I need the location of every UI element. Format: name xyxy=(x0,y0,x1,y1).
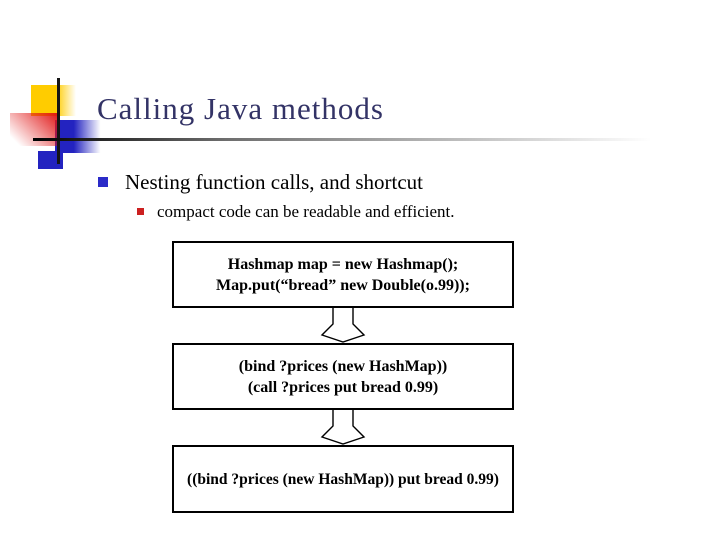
emblem-vertical-line xyxy=(57,78,60,164)
down-arrow-icon xyxy=(320,410,366,445)
bullet-text: Nesting function calls, and shortcut xyxy=(125,170,424,194)
code-line: Hashmap map = new Hashmap(); xyxy=(227,255,459,273)
code-line: Map.put(“bread” new Double(o.99)); xyxy=(216,276,470,294)
down-arrow-icon xyxy=(320,308,366,343)
emblem-red-square xyxy=(10,113,59,146)
title-underline-rule xyxy=(33,138,677,141)
flow-box-java-code: Hashmap map = new Hashmap(); Map.put(“br… xyxy=(172,241,514,308)
bullet-item-level1: Nesting function calls, and shortcut xyxy=(98,169,423,195)
emblem-blue-square xyxy=(55,120,102,153)
code-line: (call ?prices put bread 0.99) xyxy=(247,378,439,396)
code-line: ((bind ?prices (new HashMap)) put bread … xyxy=(187,470,499,488)
emblem-yellow-square xyxy=(31,85,76,116)
code-line: (bind ?prices (new HashMap)) xyxy=(238,357,448,375)
blue-square-bullet-icon xyxy=(98,177,108,187)
flow-box-lisp-two-steps: (bind ?prices (new HashMap)) (call ?pric… xyxy=(172,343,514,410)
bullet-item-level2: compact code can be readable and efficie… xyxy=(137,201,455,223)
flow-box-lisp-nested: ((bind ?prices (new HashMap)) put bread … xyxy=(172,445,514,513)
red-square-bullet-icon xyxy=(137,208,144,215)
emblem-small-blue-square xyxy=(38,151,63,169)
sub-bullet-text: compact code can be readable and efficie… xyxy=(157,202,455,221)
slide-title: Calling Java methods xyxy=(97,91,384,126)
